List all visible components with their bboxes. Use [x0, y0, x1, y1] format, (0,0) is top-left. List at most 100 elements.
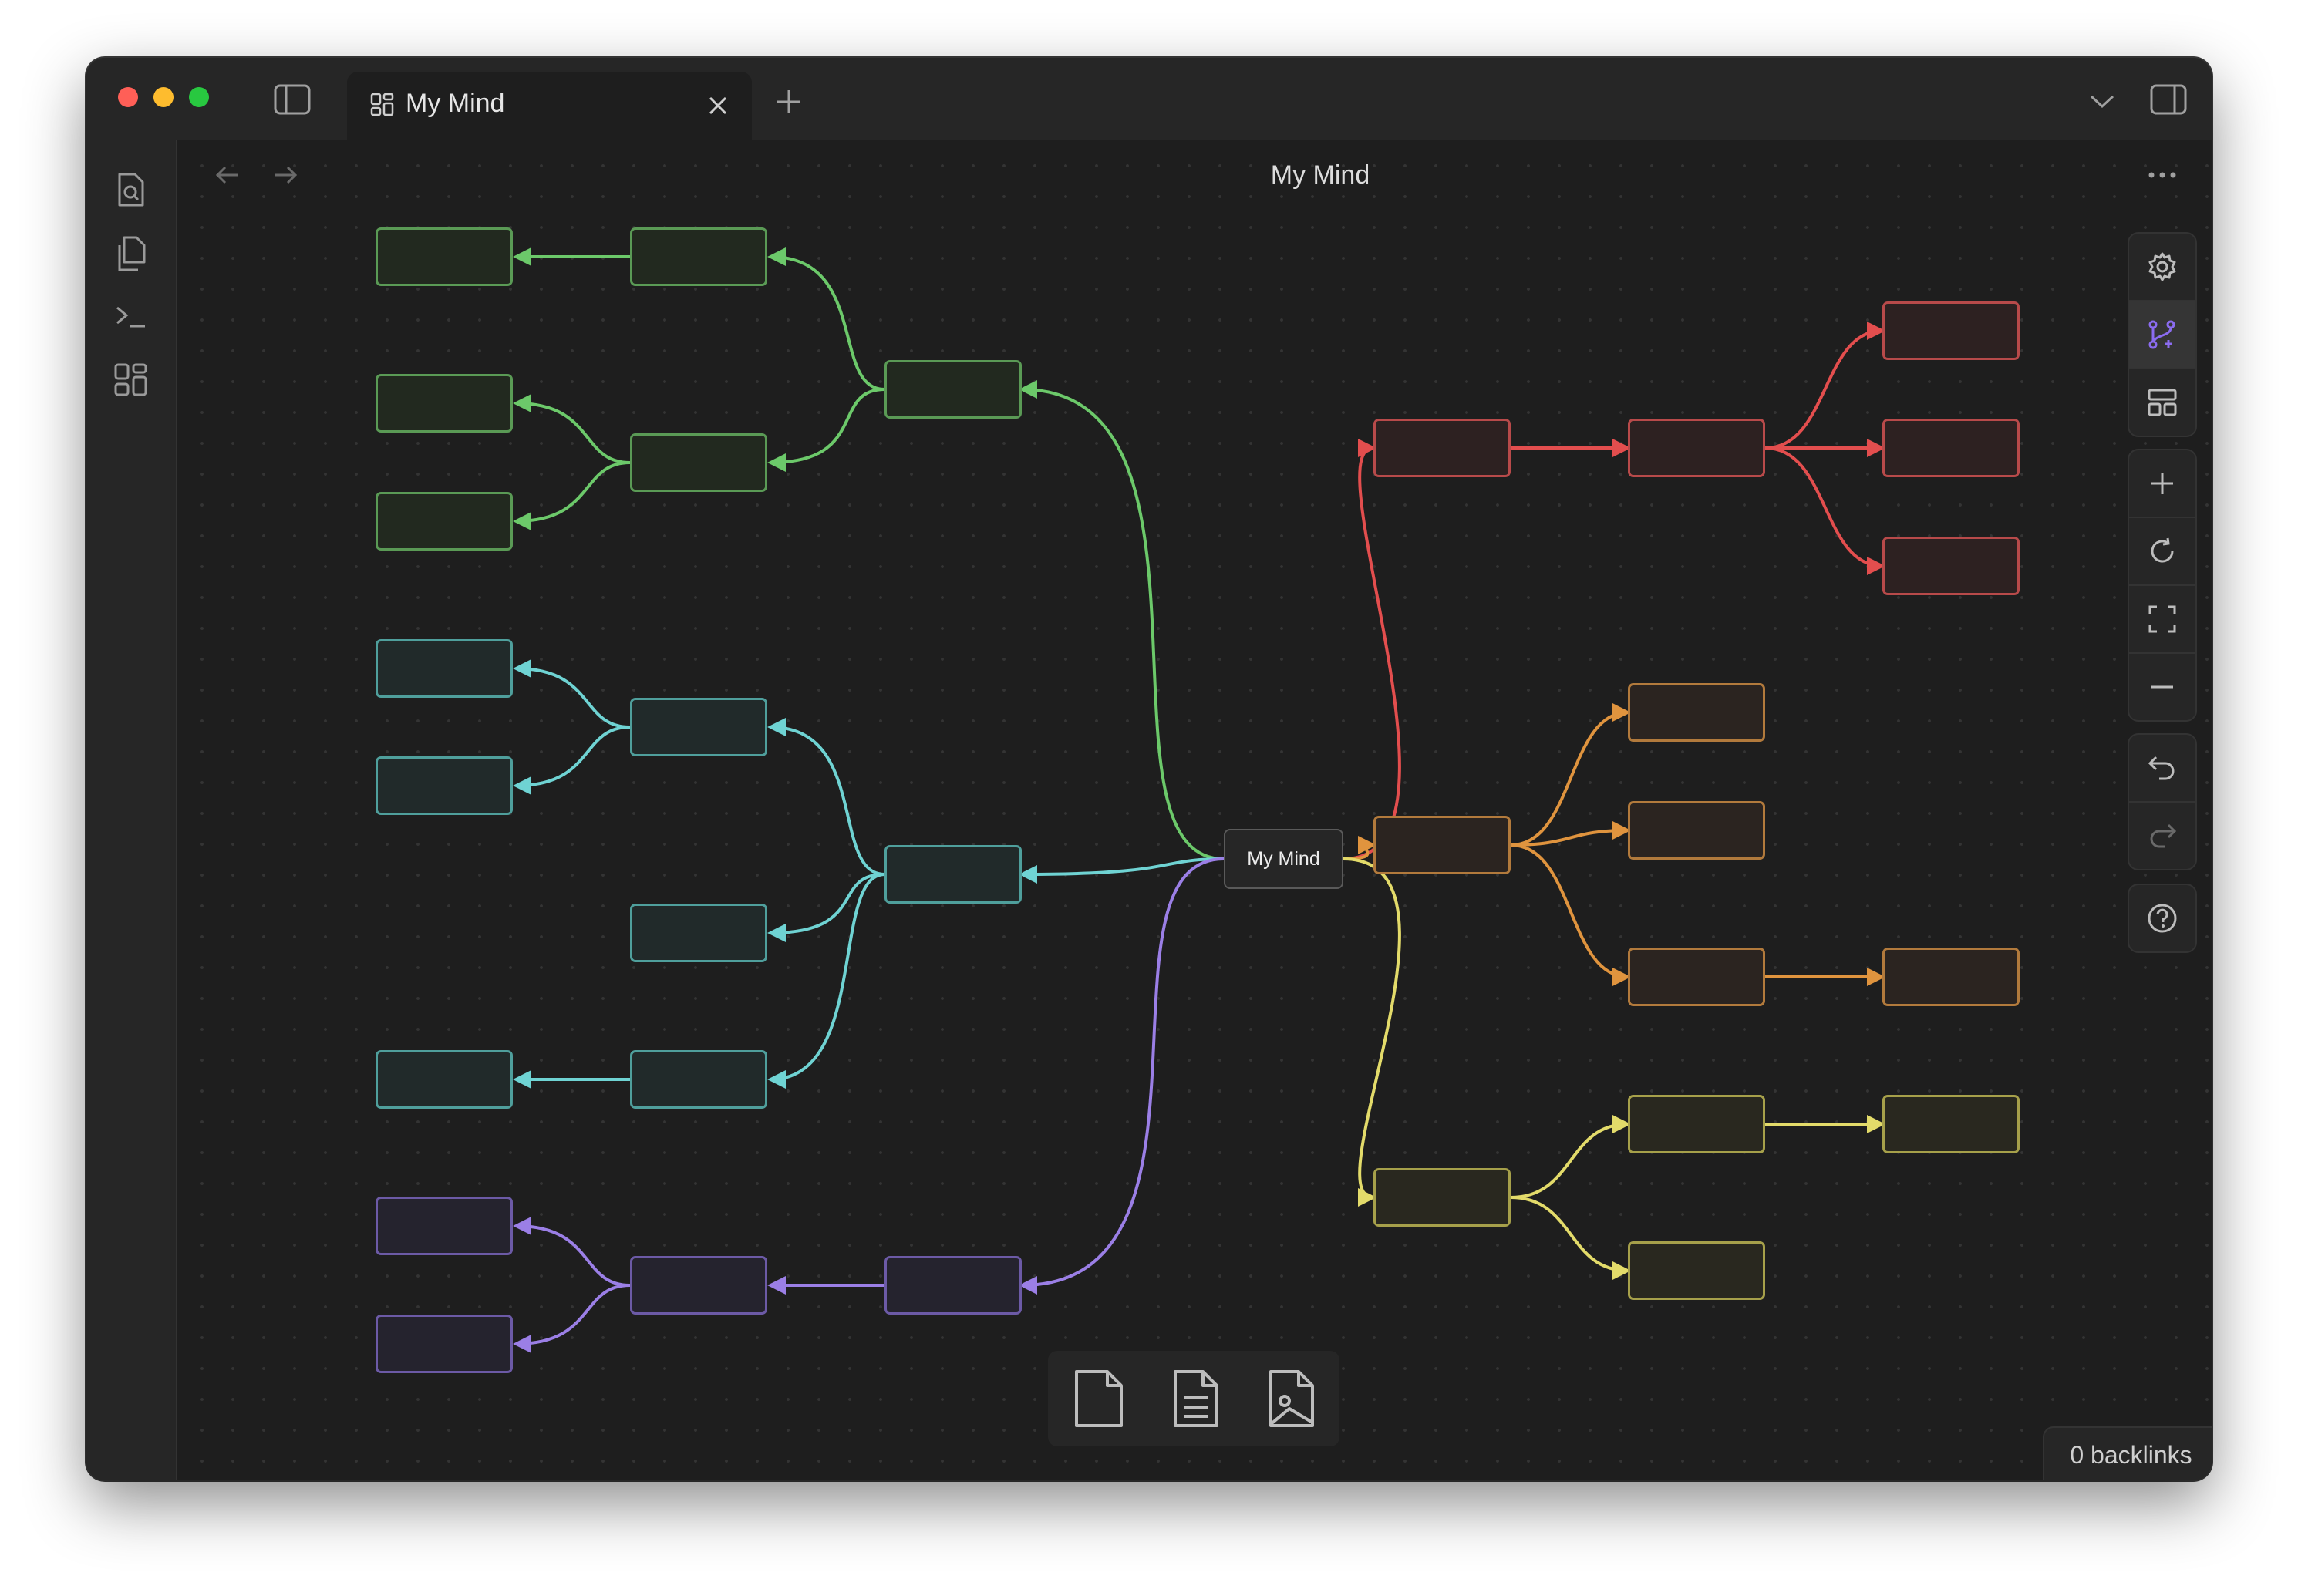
edge-cyan-1-to-cyan-2b [767, 873, 885, 942]
node-cyan-leaf-1[interactable] [376, 639, 513, 698]
edge-cyan-2a-to-leaf-a [513, 659, 631, 729]
node-cyan-2b[interactable] [630, 904, 767, 962]
node-cyan-leaf-2[interactable] [376, 756, 513, 815]
node-red-1[interactable] [1373, 419, 1511, 477]
node-purple-leaf-2[interactable] [376, 1315, 513, 1373]
maximize-window-button[interactable] [189, 87, 209, 107]
search-file-icon[interactable] [115, 172, 147, 207]
edge-yellow-1-to-yellow-2a [1510, 1115, 1631, 1199]
grid-icon[interactable] [114, 363, 148, 397]
branch-add-icon [2148, 320, 2175, 349]
title-bar: My Mind [86, 58, 2212, 141]
zoom-controls-group [2128, 449, 2197, 722]
zoom-out-icon [2151, 685, 2173, 689]
edge-green-2b-to-leaf-a [513, 394, 631, 464]
node-red-leaf-2[interactable] [1882, 419, 2020, 477]
help-button[interactable] [2129, 885, 2195, 951]
edge-purple-2-to-leaf-b [513, 1284, 631, 1353]
chevron-down-icon[interactable] [2089, 92, 2115, 110]
edge-root-to-purple-1 [1019, 857, 1225, 1295]
edge-cyan-2a-to-leaf-b [513, 726, 631, 795]
undo-button[interactable] [2129, 735, 2195, 801]
node-cyan-2c[interactable] [630, 1050, 767, 1109]
node-green-1[interactable] [884, 360, 1022, 419]
node-orange-2c[interactable] [1628, 948, 1765, 1006]
edge-yellow-1-to-yellow-2b [1510, 1196, 1631, 1280]
edge-orange-1-to-orange-2b [1510, 821, 1631, 847]
layout-button[interactable] [2129, 368, 2195, 436]
node-red-leaf-1[interactable] [1882, 301, 2020, 360]
node-green-leaf-3[interactable] [376, 492, 513, 551]
blank-card-icon[interactable] [1070, 1369, 1126, 1429]
mindmap-branch-button[interactable] [2129, 300, 2195, 368]
terminal-icon[interactable] [114, 301, 148, 332]
edge-orange-1-to-orange-2a [1510, 703, 1631, 847]
node-cyan-1[interactable] [884, 845, 1022, 904]
redo-icon [2150, 823, 2177, 848]
edge-purple-2-to-leaf-a [513, 1217, 631, 1287]
edge-orange-1-to-orange-2c [1510, 843, 1631, 986]
node-green-2b[interactable] [630, 433, 767, 492]
layout-icon [2148, 389, 2177, 416]
reset-zoom-button[interactable] [2129, 517, 2195, 584]
right-sidebar-toggle-icon[interactable] [2150, 84, 2187, 115]
edge-red-2-to-leaf-a [1764, 322, 1885, 450]
canvas-icon [370, 93, 394, 116]
help-icon [2148, 904, 2177, 933]
node-orange-leaf-1[interactable] [1882, 948, 2020, 1006]
more-options-icon[interactable] [2147, 170, 2178, 180]
node-yellow-2b[interactable] [1628, 1241, 1765, 1300]
node-green-leaf-2[interactable] [376, 374, 513, 433]
history-controls-group [2128, 733, 2197, 870]
node-yellow-leaf-1[interactable] [1882, 1095, 2020, 1153]
zoom-in-icon [2151, 473, 2173, 494]
node-purple-leaf-1[interactable] [376, 1197, 513, 1255]
back-arrow-icon[interactable] [214, 163, 241, 187]
edge-green-1-to-green-2b [767, 388, 885, 472]
tab-title: My Mind [406, 89, 505, 118]
node-purple-1[interactable] [884, 1256, 1022, 1315]
edge-root-to-yellow-1 [1343, 857, 1401, 1207]
zoom-to-fit-button[interactable] [2129, 584, 2195, 652]
node-green-2a[interactable] [630, 227, 767, 286]
close-window-button[interactable] [118, 87, 138, 107]
card-toolbar [1048, 1351, 1339, 1446]
zoom-in-button[interactable] [2129, 450, 2195, 517]
edge-root-to-cyan-1 [1019, 857, 1225, 884]
canvas-settings-group [2128, 232, 2197, 437]
node-orange-1[interactable] [1373, 816, 1511, 874]
media-card-icon[interactable] [1266, 1369, 1317, 1429]
settings-button[interactable] [2129, 234, 2195, 300]
node-orange-2a[interactable] [1628, 683, 1765, 742]
close-tab-icon[interactable] [707, 95, 729, 116]
node-cyan-leaf-3[interactable] [376, 1050, 513, 1109]
redo-button[interactable] [2129, 801, 2195, 869]
help-group [2128, 884, 2197, 953]
root-node[interactable]: My Mind [1224, 829, 1343, 889]
node-green-leaf-1[interactable] [376, 227, 513, 286]
edge-root-to-green-1 [1019, 380, 1225, 860]
note-card-icon[interactable] [1171, 1369, 1221, 1429]
node-yellow-2a[interactable] [1628, 1095, 1765, 1153]
new-tab-icon[interactable] [775, 88, 803, 116]
undo-icon [2148, 756, 2175, 780]
node-red-2[interactable] [1628, 419, 1765, 477]
node-yellow-1[interactable] [1373, 1168, 1511, 1227]
files-icon[interactable] [113, 235, 149, 272]
node-red-leaf-3[interactable] [1882, 537, 2020, 595]
minimize-window-button[interactable] [153, 87, 174, 107]
fit-icon [2148, 605, 2176, 633]
node-orange-2b[interactable] [1628, 801, 1765, 860]
sidebar-toggle-icon[interactable] [274, 84, 311, 115]
canvas-area[interactable] [177, 140, 2212, 1480]
left-ribbon [86, 140, 177, 1480]
backlinks-status[interactable]: 0 backlinks [2043, 1426, 2212, 1480]
edge-root-to-red-1 [1343, 439, 1401, 860]
forward-arrow-icon[interactable] [272, 163, 298, 187]
tab-my-mind[interactable]: My Mind [347, 72, 752, 140]
node-purple-2[interactable] [630, 1256, 767, 1315]
zoom-out-button[interactable] [2129, 652, 2195, 720]
edge-cyan-1-to-cyan-2a [767, 718, 885, 876]
mindmap-edges [513, 247, 1885, 1353]
node-cyan-2a[interactable] [630, 698, 767, 756]
